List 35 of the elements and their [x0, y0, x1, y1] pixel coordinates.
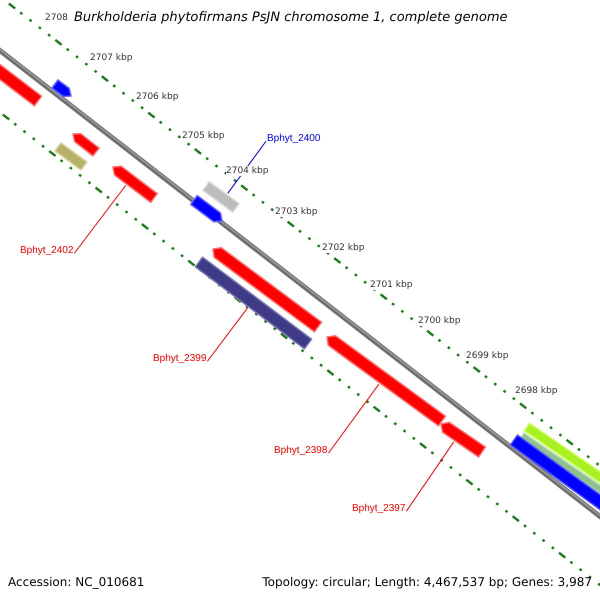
gene-label: Bphyt_2397 — [352, 503, 406, 514]
gene-bar — [202, 180, 240, 214]
gene-bar — [194, 256, 312, 350]
tick-label: 2707 kbp — [90, 53, 132, 63]
gene-label: Bphyt_2400 — [267, 133, 320, 144]
leader-line — [406, 441, 454, 512]
gene-bar — [72, 133, 100, 157]
tick-label: 2706 kbp — [136, 92, 178, 102]
leader-line — [74, 184, 126, 254]
gene-bar — [524, 422, 600, 484]
gene-bar — [112, 165, 158, 204]
gene-label: Bphyt_2398 — [274, 445, 328, 456]
leader-line — [328, 384, 380, 454]
tick-label: 2698 kbp — [515, 386, 558, 396]
title: Burkholderia phytofirmans PsJN chromosome 1, complete genome — [72, 10, 510, 25]
footer-text: Topology: circular; Length: 4,467,537 bp; Genes: 3,987 — [262, 575, 592, 589]
tick-label: 2699 kbp — [466, 351, 508, 361]
gene-label: Bphyt_2402 — [20, 245, 74, 256]
tick-label: 2701 kbp — [370, 280, 412, 290]
gene-bar — [440, 422, 486, 458]
gene-bar — [190, 194, 223, 223]
gene-bar — [510, 434, 600, 511]
tick-label: 2705 kbp — [182, 131, 224, 141]
leader-line — [206, 307, 248, 362]
gene-bar — [54, 142, 88, 171]
tick-label: 2704 kbp — [226, 166, 268, 176]
gene-bar — [326, 334, 446, 427]
tick-label: 2708 — [45, 13, 68, 23]
gene-label: Bphyt_2399 — [153, 353, 206, 364]
tick-label: 2703 kbp — [275, 207, 318, 217]
tick-label: 2702 kbp — [322, 243, 364, 253]
gene-bar — [51, 79, 72, 98]
tick-label: 2700 kbp — [418, 316, 460, 326]
footer-text: Accession: NC_010681 — [8, 575, 144, 589]
gene-bar — [212, 247, 322, 333]
